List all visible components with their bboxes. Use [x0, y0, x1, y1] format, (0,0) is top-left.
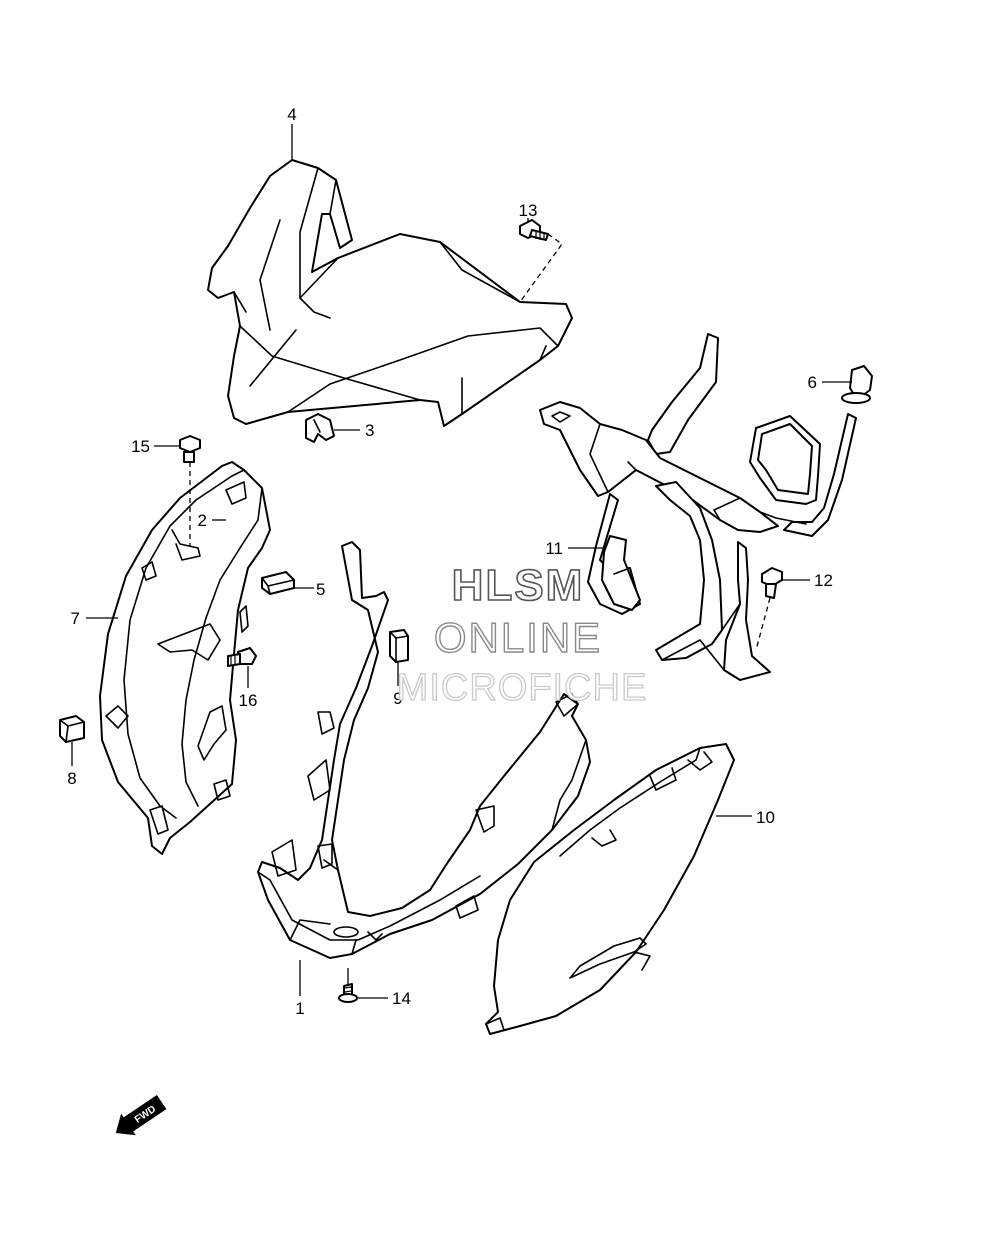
callout-6: 6	[808, 373, 817, 392]
part-11-cowl-bracket	[539, 333, 857, 681]
part-15-bolt	[179, 435, 201, 463]
callout-13: 13	[519, 201, 538, 220]
part-14-screw	[338, 983, 358, 1003]
callout-15: 15	[131, 437, 150, 456]
callout-1: 1	[295, 999, 304, 1018]
leader-lines	[71, 124, 852, 999]
part-12-bolt	[761, 567, 783, 599]
callout-2: 2	[198, 511, 207, 530]
callout-10: 10	[756, 808, 775, 827]
callout-4: 4	[287, 105, 296, 124]
watermark-line-2: ONLINE	[434, 614, 602, 661]
part-16-screw	[227, 647, 257, 667]
callout-16: 16	[239, 691, 258, 710]
callout-14: 14	[392, 989, 411, 1008]
part-7-inner-cover	[99, 461, 271, 855]
watermark-line-3: MICROFICHE	[397, 667, 648, 709]
callout-12: 12	[814, 571, 833, 590]
part-4-upper-cowl	[207, 159, 573, 427]
callout-8: 8	[67, 769, 76, 788]
part-3-clip	[305, 413, 335, 443]
part-1-lower-cowl	[257, 541, 591, 959]
callout-5: 5	[316, 580, 325, 599]
part-8-cushion	[59, 715, 85, 743]
part-6-grommet	[841, 365, 873, 404]
callout-7: 7	[71, 609, 80, 628]
part-5-cushion	[261, 571, 295, 595]
callout-9: 9	[393, 689, 402, 708]
part-10-side-panel	[485, 743, 735, 1035]
part-9-cushion	[389, 629, 409, 663]
watermark: HLSM ONLINE MICROFICHE	[396, 560, 648, 709]
watermark-line-1: HLSM	[452, 561, 585, 610]
forward-arrow-icon: FWD	[115, 1095, 167, 1136]
callout-11: 11	[545, 539, 563, 558]
callout-3: 3	[365, 421, 374, 440]
callout-labels: 4 13 3 15 2 5 7 16 8 9 11 6 12 10 1 14	[67, 105, 833, 1018]
part-13-screw	[519, 219, 549, 241]
